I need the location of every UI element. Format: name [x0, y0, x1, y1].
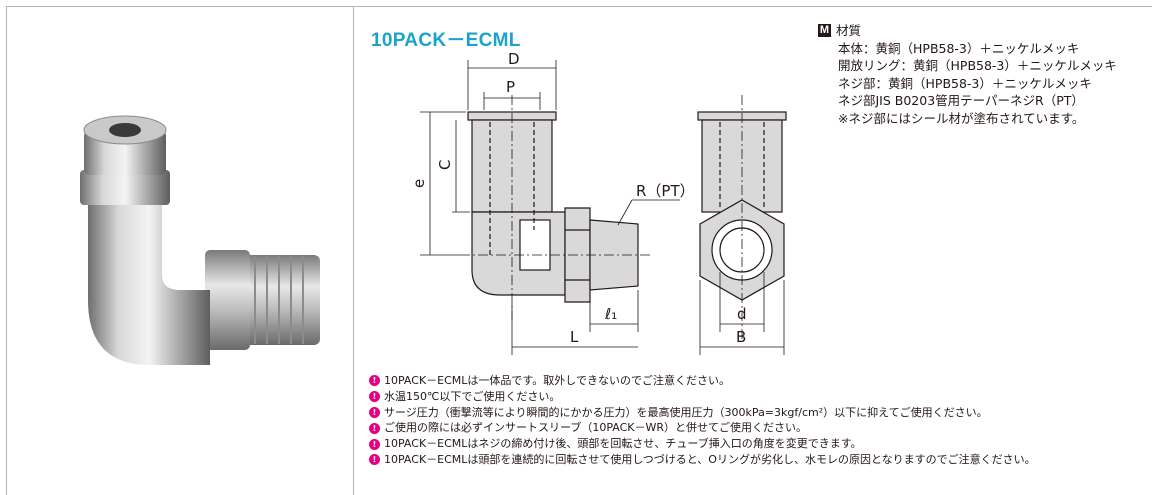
dim-label-e: e — [410, 179, 428, 188]
dim-label-c: C — [436, 160, 454, 170]
caution-icon: ! — [369, 438, 380, 450]
product-title: 10PACK－ECML — [371, 30, 521, 51]
note-text: 10PACK－ECMLは一体品です。取外しできないのでご注意ください。 — [384, 374, 730, 387]
caution-icon: ! — [369, 406, 380, 418]
dimension-drawing: D P e C R（PT） ℓ₁ L d B — [410, 50, 787, 355]
note-text: ご使用の際には必ずインサートスリーブ（10PACK－WR）と併せてご使用ください… — [384, 421, 808, 435]
dim-label-d-inner: d — [737, 305, 747, 323]
dim-label-b: B — [736, 328, 746, 346]
dim-label-d-outer: D — [508, 50, 520, 68]
note-item: ! 10PACK－ECMLは頭部を連続的に回転させて使用しつづけると、Oリングが劣… — [369, 452, 1036, 468]
spec-frame — [6, 6, 1152, 495]
material-section: M 材質 本体：黄銅（HPB58-3）＋ニッケルメッキ 開放リング：黄銅（HPB… — [818, 22, 1117, 127]
material-line: ネジ部：黄銅（HPB58-3）＋ニッケルメッキ — [838, 75, 1092, 91]
column-divider — [353, 6, 354, 495]
note-item: ! サージ圧力（衝撃流等により瞬間的にかかる圧力）を最高使用圧力（300kPa=3… — [369, 405, 1036, 421]
material-heading: 材質 — [836, 23, 862, 38]
note-text: 水温150℃以下でご使用ください。 — [384, 389, 561, 403]
material-lines: 本体：黄銅（HPB58-3）＋ニッケルメッキ 開放リング：黄銅（HPB58-3）… — [818, 40, 1117, 128]
note-text: 10PACK－ECMLはネジの締め付け後、頭部を回転させ、チューブ挿入口の角度を… — [384, 437, 862, 451]
caution-icon: ! — [369, 422, 380, 434]
note-text: 10PACK－ECMLは頭部を連続的に回転させて使用しつづけると、Oリングが劣化… — [384, 452, 1036, 466]
material-line: 開放リング：黄銅（HPB58-3）＋ニッケルメッキ — [838, 58, 1117, 73]
note-item: ! 10PACK－ECMLは一体品です。取外しできないのでご注意ください。 — [369, 373, 1036, 389]
caution-icon: ! — [369, 375, 380, 387]
note-item: ! 10PACK－ECMLはネジの締め付け後、頭部を回転させ、チューブ挿入口の角度… — [369, 436, 1036, 452]
material-badge-icon: M — [818, 24, 831, 38]
material-line: ※ネジ部にはシール材が塗布されています。 — [838, 110, 1085, 126]
caution-icon: ! — [369, 454, 380, 466]
dim-label-r-pt: R（PT） — [636, 182, 695, 200]
product-photo — [80, 115, 320, 365]
dim-label-l1: ℓ₁ — [604, 305, 617, 323]
dim-label-l: L — [570, 328, 579, 346]
note-item: ! 水温150℃以下でご使用ください。 — [369, 389, 1036, 405]
note-text: サージ圧力（衝撃流等により瞬間的にかかる圧力）を最高使用圧力（300kPa=3k… — [384, 405, 988, 419]
dim-label-p: P — [506, 78, 515, 96]
material-line: 本体：黄銅（HPB58-3）＋ニッケルメッキ — [838, 40, 1080, 56]
material-line: ネジ部JIS B0203管用テーパーネジR（PT） — [838, 93, 1084, 108]
caution-notes: ! 10PACK－ECMLは一体品です。取外しできないのでご注意ください。 ! 水温… — [369, 373, 1036, 468]
caution-icon: ! — [369, 391, 380, 403]
material-heading-row: M 材質 — [818, 22, 1117, 40]
note-item: ! ご使用の際には必ずインサートスリーブ（10PACK－WR）と併せてご使用くださ… — [369, 420, 1036, 436]
